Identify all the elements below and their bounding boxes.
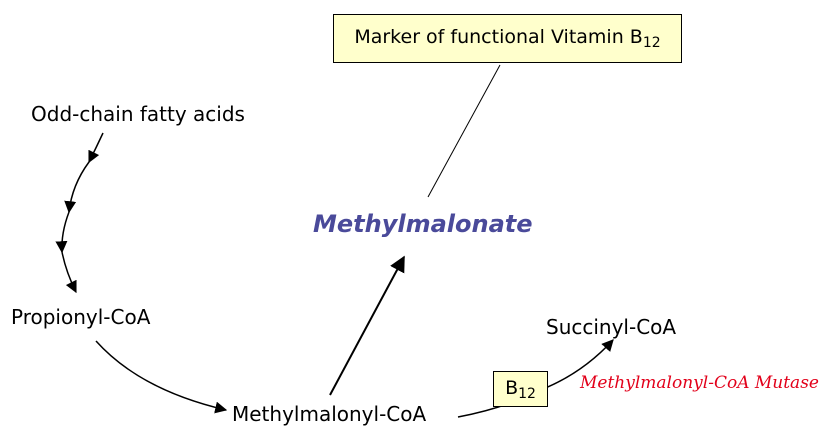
node-methylmalonyl-coa: Methylmalonyl-CoA — [232, 402, 427, 426]
marker-connector-line — [427, 64, 501, 198]
methylmalonyl-to-methylmalonate-arrow — [329, 255, 405, 396]
node-propionyl-coa: Propionyl-CoA — [11, 305, 151, 329]
node-succinyl-coa: Succinyl-CoA — [546, 315, 677, 339]
cofactor-subscript: 12 — [518, 385, 536, 402]
odd-chain-to-propionyl-arrow-2 — [64, 161, 90, 214]
odd-chain-to-propionyl-arrow-4 — [61, 251, 77, 294]
odd-chain-to-propionyl-arrow-1 — [88, 132, 104, 164]
propionyl-to-methylmalonyl-arrow — [95, 340, 228, 414]
cofactor-b12-box: B12 — [493, 371, 548, 407]
enzyme-label: Methylmalonyl-CoA Mutase — [580, 373, 819, 393]
odd-chain-to-propionyl-arrow-3 — [55, 211, 70, 254]
marker-box-subscript: 12 — [642, 35, 661, 51]
marker-box-text: Marker of functional Vitamin B — [354, 26, 643, 48]
marker-box: Marker of functional Vitamin B12 — [333, 14, 682, 63]
node-methylmalonate: Methylmalonate — [313, 210, 533, 238]
cofactor-text: B — [505, 376, 519, 399]
node-odd-chain-fatty-acids: Odd-chain fatty acids — [31, 102, 245, 126]
